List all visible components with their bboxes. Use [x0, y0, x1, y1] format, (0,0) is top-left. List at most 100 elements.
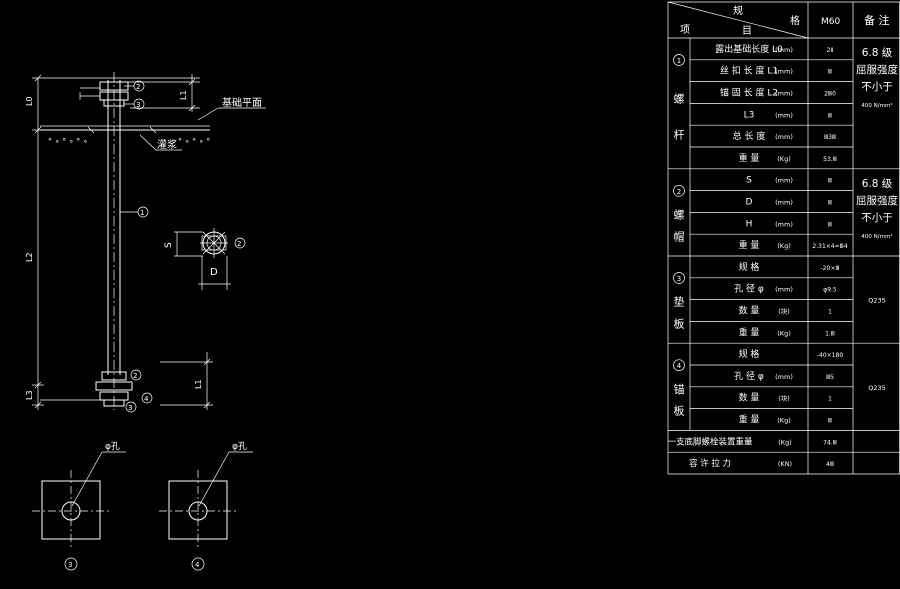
footer-item-label: 容 许 拉 力	[689, 458, 731, 469]
group-number-circle	[673, 359, 685, 372]
callout-bolt: 1	[140, 209, 144, 217]
row-item-label: 露出基础长度 L0	[715, 43, 783, 55]
anchor-bolt-elevation: ° ∘ ° ∘ ° ∘ ° ∘ ° ∘ ° L0	[25, 72, 266, 413]
group-number-circle	[673, 272, 685, 284]
group-number-circle	[673, 54, 685, 66]
row-item-unit: (mm)	[775, 133, 793, 141]
table-header: 规 格 目 项 M60 备 注	[667, 1, 890, 39]
dim-s-label: S	[164, 242, 174, 248]
group-remark: 400 N/mm²	[861, 233, 892, 240]
group-number: 4	[677, 362, 682, 370]
row-item-label: 数 量	[739, 392, 760, 404]
group-remark: 不小于	[861, 212, 893, 224]
nut-detail-view: S D 2	[164, 228, 246, 290]
row-item-unit: (mm)	[775, 199, 793, 207]
row-item-unit: (mm)	[775, 286, 793, 294]
row-item-label: 总 长 度	[733, 130, 766, 142]
group-name-char: 帽	[674, 230, 685, 243]
foundation-hatch: ° ∘ ° ∘ ° ∘ ° ∘ ° ∘ °	[48, 126, 210, 146]
grout-label: 灌浆	[157, 138, 177, 151]
row-item-unit: (Kg)	[777, 417, 790, 425]
row-item-label: 孔 径 φ	[734, 370, 764, 382]
group-remark: 不小于	[861, 81, 893, 93]
plate-left-number: 3	[68, 561, 72, 569]
row-item-value: Ⅲ	[828, 200, 832, 207]
group-number: 2	[677, 188, 681, 196]
row-item-value: Ⅲ	[828, 69, 832, 76]
group-name-char: 螺	[674, 92, 685, 105]
callout-nut-bottom: 2	[133, 372, 137, 380]
row-item-value: Ⅲ5	[826, 374, 834, 381]
row-item-value: 2Ⅲ0	[824, 91, 836, 98]
group-name-char: 杆	[674, 128, 685, 142]
row-item-unit: (mm)	[775, 68, 793, 76]
row-item-unit: (Kg)	[777, 242, 790, 250]
dim-l2-label: L2	[25, 252, 34, 262]
row-item-label: 锚 固 长 度 L2	[720, 87, 778, 99]
row-item-value: -20×Ⅲ	[821, 265, 840, 272]
row-item-label: S	[746, 176, 752, 186]
row-item-value: 2.31×4=Ⅲ4	[812, 243, 847, 250]
row-item-unit: (mm)	[775, 111, 793, 119]
group-remark: 6.8 级	[862, 47, 893, 59]
row-item-label: 规 格	[739, 261, 760, 273]
hole-label-left: φ孔	[105, 441, 120, 452]
group-name-char: 垫	[674, 295, 685, 309]
header-corner-left: 项	[680, 24, 690, 36]
row-item-unit: (Kg)	[777, 329, 790, 337]
row-item-label: 孔 径 φ	[734, 283, 764, 295]
row-item-value: 2Ⅱ	[827, 47, 834, 54]
group-number: 3	[677, 275, 681, 283]
row-item-label: 重 量	[739, 414, 760, 426]
row-item-unit: (Kg)	[777, 155, 790, 163]
row-item-value: 1	[828, 396, 832, 403]
header-corner-right: 格	[790, 14, 800, 27]
group-name-char: 板	[674, 316, 685, 330]
callout-nut-top: 2	[136, 83, 140, 91]
callout-nut-view: 2	[237, 240, 241, 248]
row-item-label: 重 量	[739, 152, 760, 164]
row-item-value: Ⅲ	[828, 178, 832, 185]
foundation-surface-label: 基础平面	[222, 96, 262, 109]
dim-l3-label: L3	[25, 390, 34, 400]
washer-plate-plan: φ孔 3	[32, 441, 126, 571]
dim-d-label: D	[210, 267, 218, 278]
footer-item-unit: (Kg)	[778, 438, 791, 446]
dim-l0-label: L0	[25, 96, 34, 106]
svg-text:° ∘ ° ∘ °: ° ∘ ° ∘ °	[178, 137, 210, 146]
group-name-char: 板	[674, 404, 685, 418]
row-item-value: -40×180	[817, 352, 843, 359]
row-item-value: Ⅲ	[828, 221, 832, 228]
row-item-unit: (块)	[778, 307, 790, 316]
row-item-unit: (mm)	[775, 177, 793, 185]
row-item-value: 1	[828, 309, 832, 316]
footer-item-label: 一支底脚螺栓装置重量	[667, 436, 753, 447]
callout-anchor-plate: 4	[144, 395, 149, 403]
group-remark: 6.8 级	[862, 178, 893, 190]
group-remark: 400 N/mm²	[861, 102, 892, 109]
footer-item-value: 74.Ⅲ	[823, 439, 837, 446]
row-item-unit: (mm)	[775, 373, 793, 381]
header-corner-mid: 目	[742, 26, 752, 37]
row-item-unit: (mm)	[775, 46, 793, 54]
footer-item-value: 4Ⅲ	[826, 461, 834, 468]
row-item-value: φ9.5	[823, 287, 837, 294]
row-item-label: L3	[744, 110, 755, 120]
group-number-circle	[673, 184, 685, 197]
row-item-value: 53.Ⅲ	[823, 156, 837, 163]
row-item-unit: (mm)	[775, 90, 793, 98]
header-corner-top: 规	[733, 4, 743, 17]
hole-label-right: φ孔	[232, 441, 247, 452]
dim-l1-bottom-label: L1	[194, 379, 203, 389]
plate-right-number: 4	[195, 561, 200, 569]
row-item-label: 数 量	[739, 305, 760, 317]
footer-item-unit: (KN)	[778, 460, 792, 468]
group-remark: 屈服强度	[856, 194, 898, 207]
row-item-label: 丝 扣 长 度 L1	[720, 65, 778, 77]
row-item-unit: (块)	[778, 394, 790, 403]
group-name-char: 锚	[674, 382, 685, 396]
group-number: 1	[677, 57, 681, 65]
